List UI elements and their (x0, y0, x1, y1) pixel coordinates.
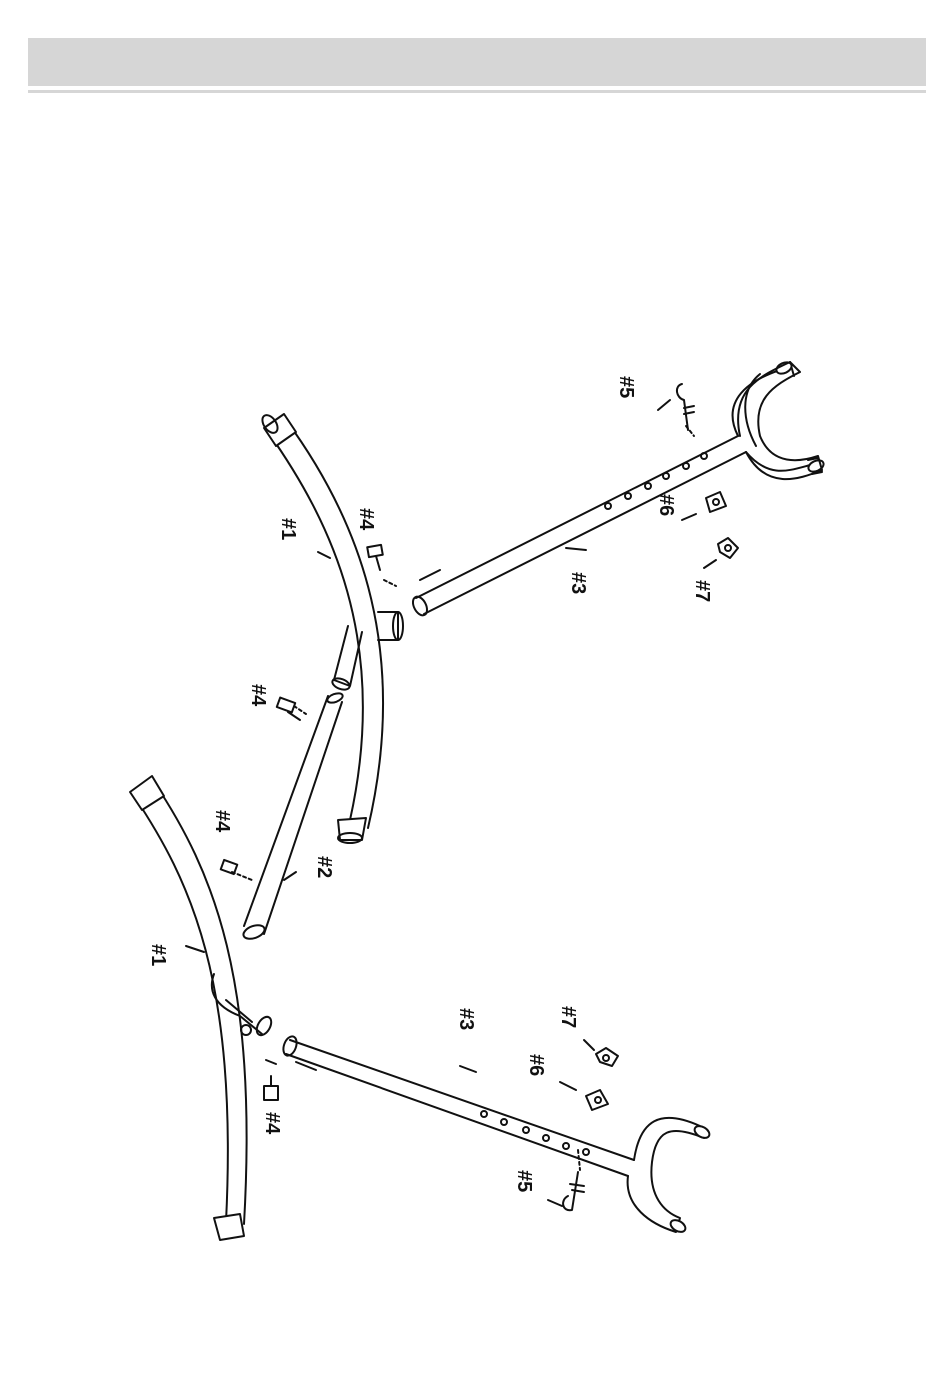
label-middle-part4: #4 (247, 684, 269, 707)
label-lower-part6: #6 (525, 1054, 547, 1076)
part2-straight-tube (242, 692, 344, 942)
upper-assembly (221, 360, 826, 941)
label-lower-part7: #7 (557, 1006, 579, 1028)
label-upper-part6: #6 (655, 494, 677, 516)
upper-wingnut-part7 (718, 538, 738, 558)
label-lower-part4-lower: #4 (261, 1112, 283, 1135)
upper-plate-part6 (706, 492, 726, 512)
upper-curved-base-tube (259, 412, 403, 843)
label-lower-part5: #5 (513, 1170, 535, 1192)
lower-plate-part6 (586, 1090, 608, 1110)
lower-wingnut-part7 (596, 1048, 618, 1066)
upper-upright-tube (410, 360, 825, 618)
label-upper-part7: #7 (691, 580, 713, 602)
upper-arrows (294, 400, 716, 714)
label-lower-part1: #1 (147, 944, 169, 966)
label-lower-part3: #3 (455, 1008, 477, 1030)
lower-bolt-part4 (264, 1076, 278, 1100)
lower-upright-tube (281, 1035, 711, 1235)
lower-hook-part5 (563, 1172, 584, 1210)
upper-hook-part5 (677, 384, 694, 430)
upper-bolt-part4 (367, 545, 383, 570)
label-lower-part4-upper: #4 (211, 810, 233, 833)
label-upper-part5: #5 (615, 376, 637, 398)
label-upper-part1: #1 (277, 518, 299, 540)
part2-bolt (277, 698, 300, 720)
lower-curved-base-tube (130, 776, 274, 1240)
label-upper-part4: #4 (355, 508, 377, 531)
lower-assembly (130, 776, 711, 1240)
label-lower-part2: #2 (313, 856, 335, 878)
label-upper-part3: #3 (567, 572, 589, 594)
